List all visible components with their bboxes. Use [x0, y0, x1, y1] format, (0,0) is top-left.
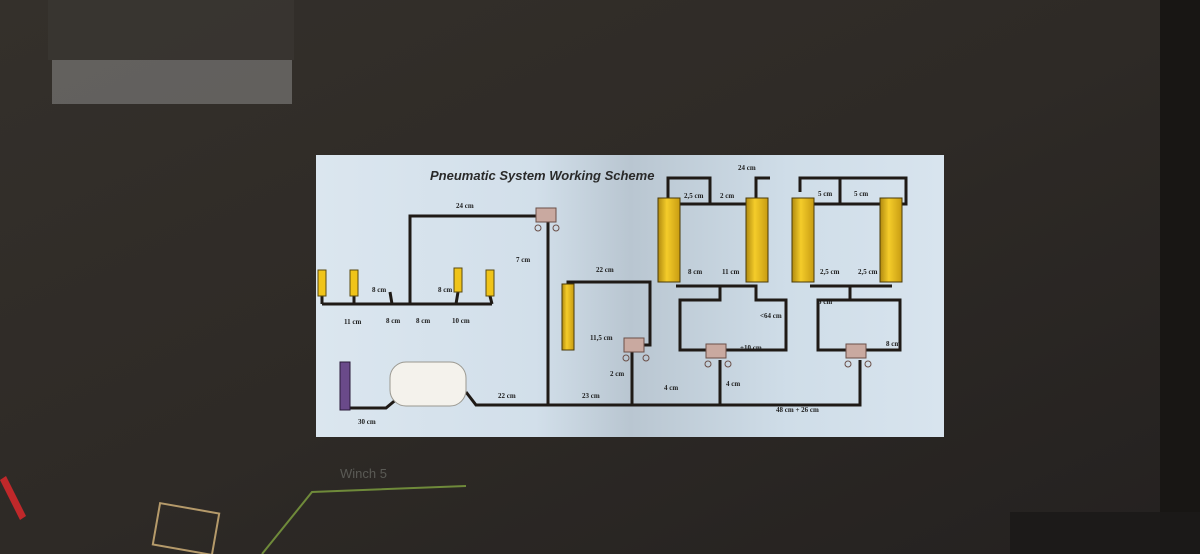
- svg-text:4 cm: 4 cm: [664, 384, 678, 392]
- svg-text:22 cm: 22 cm: [596, 266, 614, 274]
- scheme-title: Pneumatic System Working Scheme: [430, 168, 654, 183]
- winch-label: Winch 5: [340, 466, 387, 481]
- green-line: [261, 485, 467, 554]
- svg-text:2,5 cm: 2,5 cm: [820, 268, 840, 276]
- svg-text:5 cm: 5 cm: [818, 190, 832, 198]
- svg-text:10 cm: 10 cm: [452, 317, 470, 325]
- small-cylinders: [317, 267, 495, 297]
- red-mark: [0, 476, 26, 520]
- svg-text:5 cm: 5 cm: [854, 190, 868, 198]
- svg-text:8 cm: 8 cm: [416, 317, 430, 325]
- tape-strip: [52, 60, 292, 104]
- svg-text:23 cm: 23 cm: [582, 392, 600, 400]
- box-right-edge: [1160, 0, 1200, 554]
- large-cylinders: [561, 197, 903, 351]
- air-reservoir: [389, 361, 467, 407]
- connectors: [534, 207, 872, 368]
- svg-text:11 cm: 11 cm: [344, 318, 361, 326]
- svg-text:8 cm: 8 cm: [688, 268, 702, 276]
- svg-text:<64 cm: <64 cm: [760, 312, 782, 320]
- tape-bottom-right: [1010, 512, 1200, 554]
- svg-text:24 cm: 24 cm: [456, 202, 474, 210]
- svg-text:2 cm: 2 cm: [720, 192, 734, 200]
- svg-text:2,5 cm: 2,5 cm: [858, 268, 878, 276]
- latch-outline: [151, 501, 221, 554]
- svg-text:8 cm: 8 cm: [372, 286, 386, 294]
- svg-text:2 cm: 2 cm: [610, 370, 624, 378]
- svg-text:8 cm: 8 cm: [886, 340, 900, 348]
- dimension-labels: 24 cm 7 cm 8 cm 8 cm 11 cm 8 cm 8 cm 10 …: [344, 164, 900, 426]
- svg-text:2,5 cm: 2,5 cm: [684, 192, 704, 200]
- svg-text:22 cm: 22 cm: [498, 392, 516, 400]
- svg-text:8 cm: 8 cm: [438, 286, 452, 294]
- svg-text:11 cm: 11 cm: [722, 268, 739, 276]
- svg-text:4 cm: 4 cm: [726, 380, 740, 388]
- svg-text:8 cm: 8 cm: [386, 317, 400, 325]
- tape-top: [48, 0, 294, 60]
- svg-text:5 cm: 5 cm: [818, 298, 832, 306]
- svg-text:7 cm: 7 cm: [516, 256, 530, 264]
- hand-pump: [339, 361, 351, 411]
- svg-text:24 cm: 24 cm: [738, 164, 756, 172]
- svg-text:30 cm: 30 cm: [358, 418, 376, 426]
- svg-text:11,5 cm: 11,5 cm: [590, 334, 613, 342]
- tubing: [320, 176, 908, 410]
- svg-text:48 cm + 26 cm: 48 cm + 26 cm: [776, 406, 819, 414]
- svg-text:+10 cm: +10 cm: [740, 344, 762, 352]
